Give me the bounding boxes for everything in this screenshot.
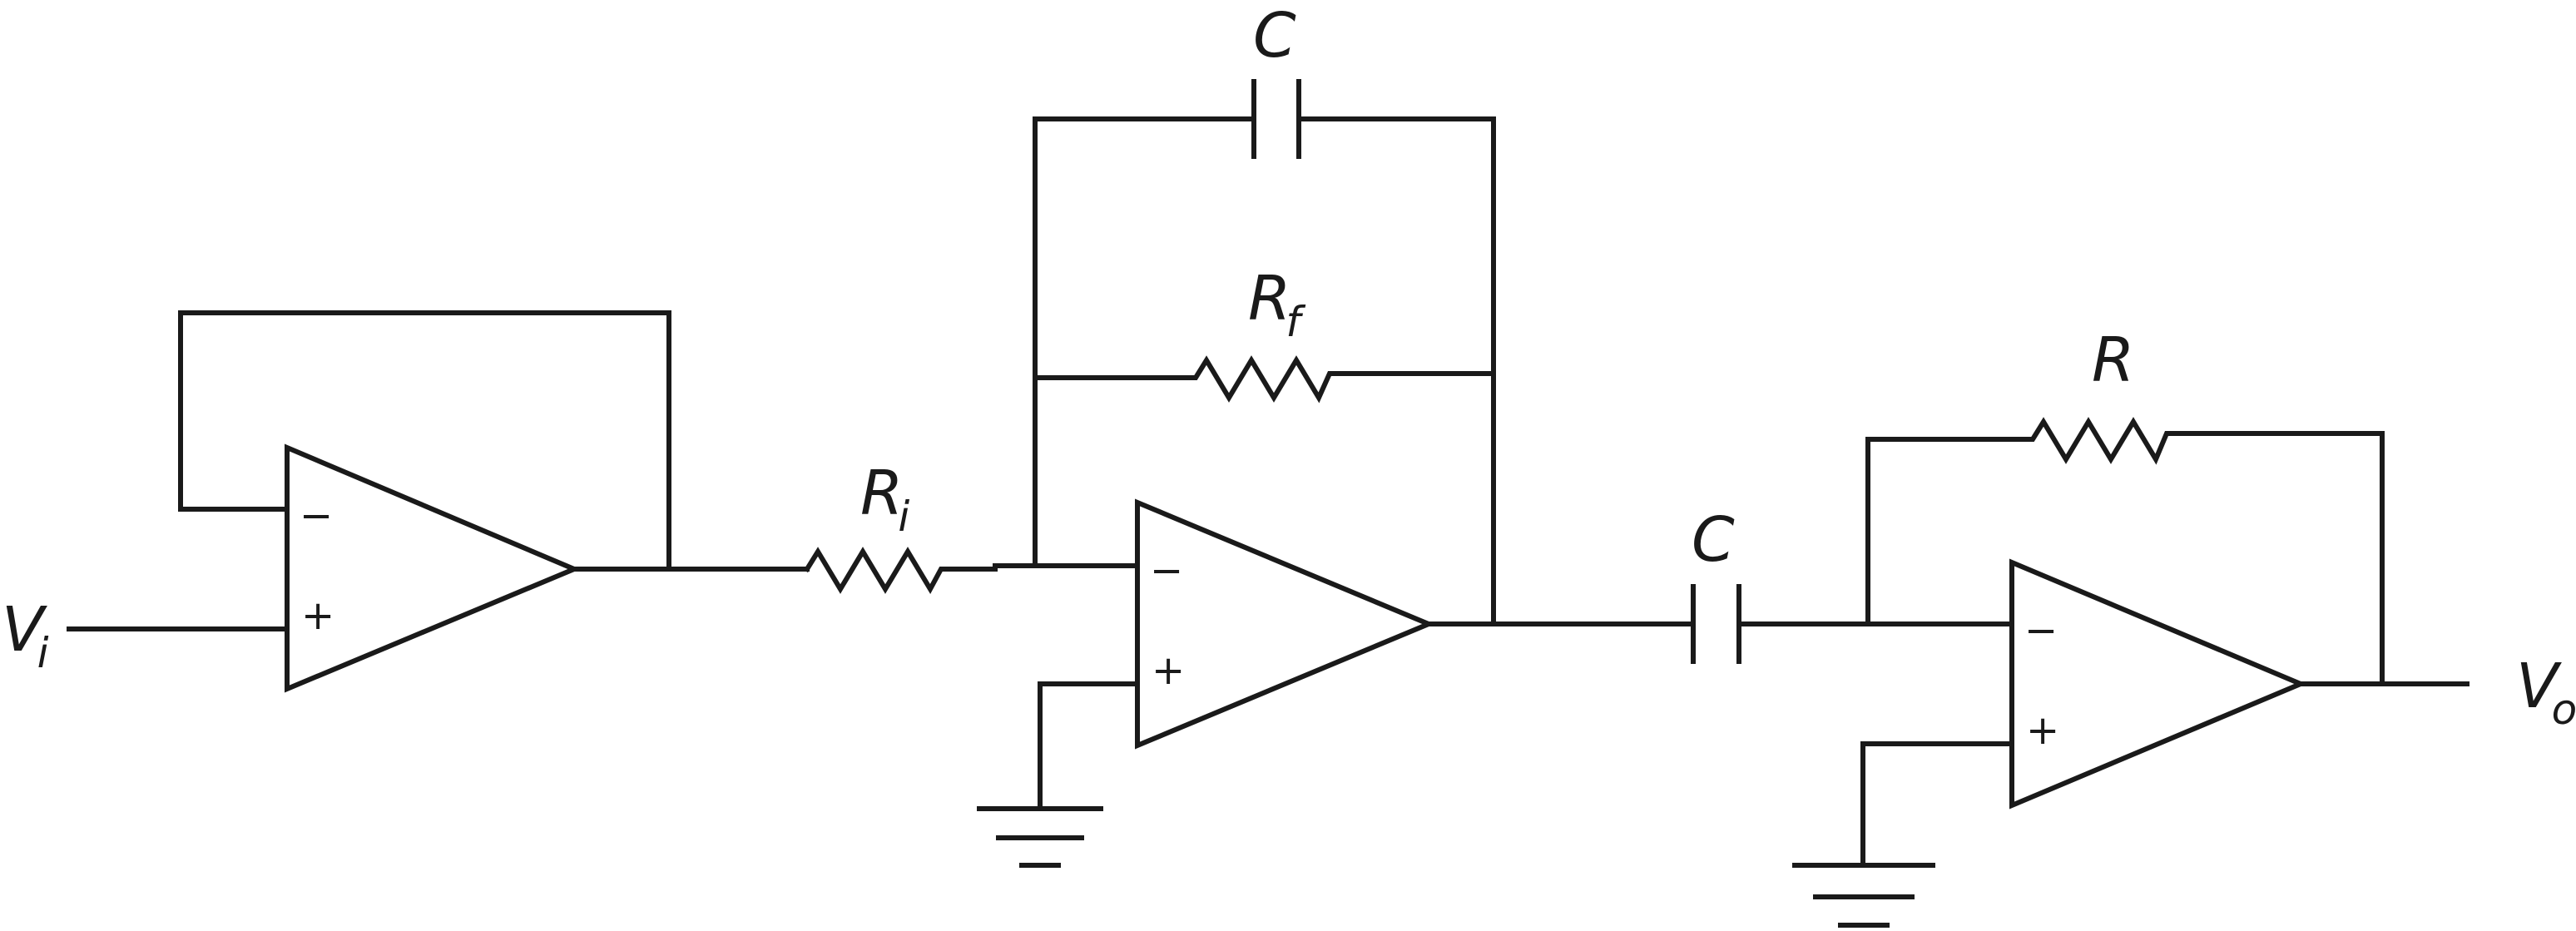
label-ri: Ri: [860, 458, 909, 541]
label-c-series: C: [1692, 504, 1735, 576]
differentiator-minus-sign: −: [2024, 607, 2058, 654]
buffer-opamp: − +: [285, 443, 581, 693]
resistor-rf: [1033, 355, 1496, 404]
differentiator-opamp: − +: [2009, 558, 2307, 810]
integrator-minus-sign: −: [1150, 547, 1183, 594]
buffer-feedback-wire: [178, 310, 671, 572]
label-c-feedback: C: [1253, 0, 1296, 72]
integrator-opamp-triangle: [1135, 498, 1435, 750]
ground-symbol-2: [1792, 863, 1935, 928]
capacitor-c-feedback: [1251, 79, 1301, 159]
resistor-r: [1865, 417, 2385, 686]
resistor-ri: [803, 547, 998, 595]
buffer-plus-sign: +: [301, 592, 334, 639]
label-vout: Vo: [2516, 651, 2576, 734]
differentiator-plus-sign: +: [2026, 707, 2059, 754]
buffer-opamp-triangle: [285, 443, 581, 693]
integrator-opamp: − +: [1135, 498, 1435, 750]
differentiator-ground-wire: [1860, 741, 2014, 868]
label-r: R: [2092, 324, 2134, 396]
integrator-plus-sign: +: [1152, 647, 1185, 694]
buffer-minus-sign: −: [300, 493, 333, 539]
integrator-ground-wire: [1038, 681, 1140, 811]
label-rf: Rf: [1248, 263, 1305, 346]
capacitor-c-series: [1691, 584, 1741, 664]
ground-symbol-1: [977, 806, 1103, 868]
label-vin: Vi: [2, 594, 49, 677]
differentiator-opamp-triangle: [2009, 558, 2307, 810]
